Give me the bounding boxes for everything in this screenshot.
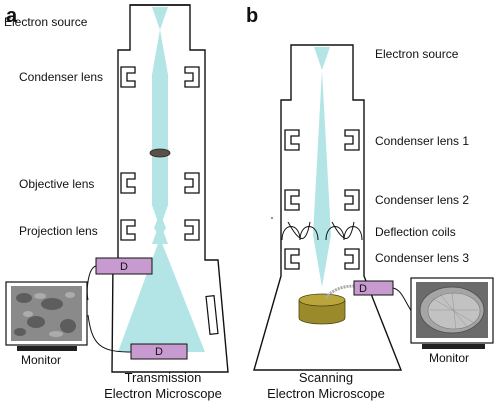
sem-detector-label: D — [359, 283, 367, 295]
tem-objective-lens-left — [120, 172, 136, 194]
sem-condenser-lens-3-left — [284, 248, 300, 270]
sem-caption-line1: Scanning — [299, 370, 353, 385]
tem-projection-lens-left — [120, 219, 136, 241]
sem-monitor-stand — [422, 344, 485, 349]
sem-label-electron-source: Electron source — [375, 47, 459, 61]
sem-monitor-label: Monitor — [429, 351, 469, 365]
sem-label-condenser-lens-2: Condenser lens 2 — [375, 193, 469, 207]
sem-caption-line2: Electron Microscope — [267, 386, 385, 401]
panel-a-label: a — [6, 5, 18, 27]
tem-label-objective-lens: Objective lens — [19, 177, 94, 191]
sem-sample — [298, 299, 346, 325]
tem-projection-lens-right — [184, 219, 200, 241]
sem-condenser-lens-2-left — [284, 189, 300, 211]
panel-b-label: b — [246, 5, 258, 27]
sem-condenser-lens-1-left — [284, 129, 300, 151]
tem-monitor-stand — [17, 346, 77, 351]
tem-beam — [118, 7, 205, 352]
tem-detector-bottom-label: D — [155, 346, 163, 358]
sem-condenser-lens-1-right — [344, 129, 360, 151]
tem-monitor-label: Monitor — [21, 353, 61, 367]
sem-label-condenser-lens-1: Condenser lens 1 — [375, 134, 469, 148]
sem-label-deflection-coils: Deflection coils — [375, 225, 456, 239]
tem-condenser-lens-left — [120, 66, 136, 88]
tem-label-condenser-lens: Condenser lens — [19, 70, 103, 84]
sem-condenser-lens-2-right — [344, 189, 360, 211]
sem-cable — [392, 287, 413, 313]
tem-caption-line1: Transmission — [125, 370, 202, 385]
sem-detector-arm — [324, 284, 355, 299]
tem-monitor-texture — [14, 293, 76, 336]
tem-label-projection-lens: Projection lens — [19, 224, 98, 238]
sem-deflection-coils — [281, 221, 363, 241]
tem-viewing-window — [205, 295, 219, 335]
tem-specimen — [149, 148, 171, 158]
tem-label-electron-source: Electron source — [4, 15, 88, 29]
sem-condenser-lens-3-right — [344, 248, 360, 270]
sem-lenses — [284, 129, 360, 270]
tem-column — [111, 4, 229, 373]
tem-condenser-lens-right — [184, 66, 200, 88]
tem-cable-top — [86, 265, 97, 301]
tem-caption-line2: Electron Microscope — [104, 386, 222, 401]
sem-label-condenser-lens-3: Condenser lens 3 — [375, 251, 469, 265]
tem-lenses — [120, 66, 200, 241]
tem-objective-lens-right — [184, 172, 200, 194]
tem-detector-top-label: D — [120, 261, 128, 273]
sem-beam — [313, 47, 331, 287]
tem-cable-bottom — [87, 314, 132, 353]
